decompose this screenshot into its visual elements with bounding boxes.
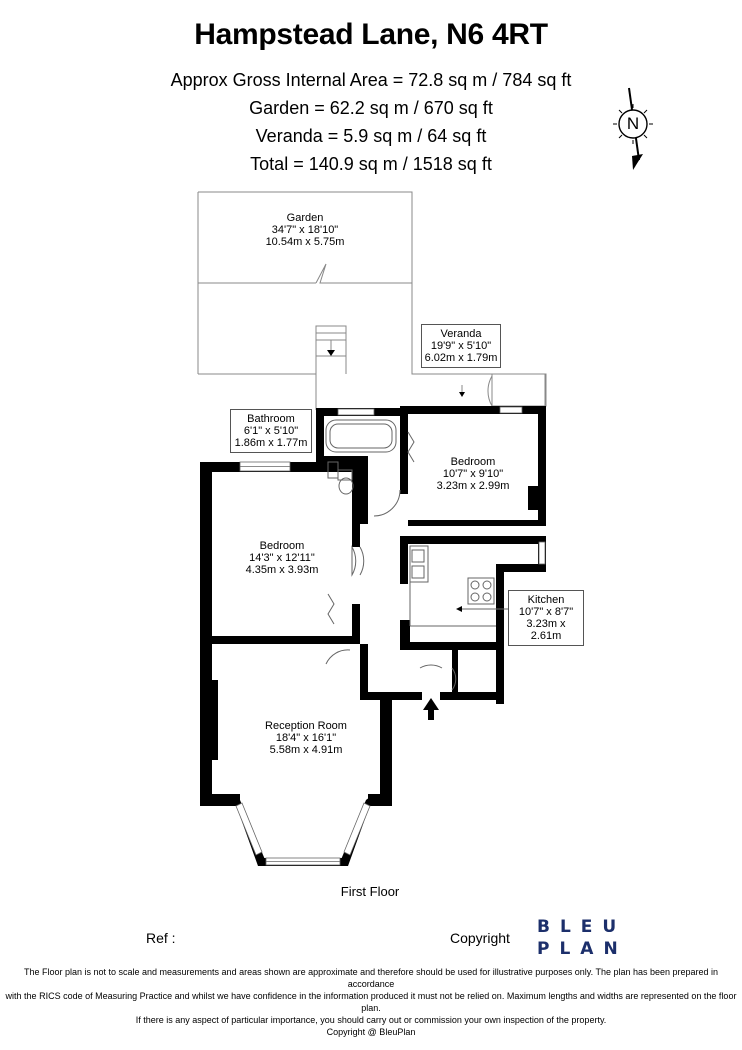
floor-label: First Floor	[340, 884, 400, 899]
room-dim-imperial: 34'7" x 18'10"	[271, 224, 339, 236]
area-veranda: Veranda = 5.9 sq m / 64 sq ft	[255, 126, 487, 146]
disclaimer-line: Copyright @ BleuPlan	[326, 1027, 416, 1037]
room-name: Kitchen	[527, 594, 565, 606]
room-bedroom-2: Bedroom 10'7" x 9'10" 3.23m x 2.99m	[428, 456, 518, 492]
room-dim-imperial: 19'9" x 5'10"	[430, 340, 492, 352]
room-dim-imperial: 18'4" x 16'1"	[275, 732, 337, 744]
north-arrow-icon	[613, 87, 653, 170]
windows	[235, 406, 546, 866]
room-dim-metric: 10.54m x 5.75m	[265, 236, 345, 248]
room-name: Veranda	[440, 328, 482, 340]
fixtures	[325, 419, 538, 691]
room-dim-imperial: 6'1" x 5'10"	[243, 425, 299, 437]
room-dim-metric: 3.23m x 2.61m	[526, 618, 566, 642]
disclaimer-line: The Floor plan is not to scale and measu…	[23, 967, 719, 989]
room-bedroom-1: Bedroom 14'3" x 12'11" 4.35m x 3.93m	[232, 540, 332, 576]
disclaimer: The Floor plan is not to scale and measu…	[0, 966, 742, 1038]
room-dim-metric: 4.35m x 3.93m	[245, 564, 319, 576]
room-reception: Reception Room 18'4" x 16'1" 5.58m x 4.9…	[246, 720, 366, 756]
area-gross-internal: Approx Gross Internal Area = 72.8 sq m /…	[170, 70, 572, 90]
room-dim-metric: 1.86m x 1.77m	[234, 437, 308, 449]
room-name: Garden	[286, 212, 324, 224]
room-name: Reception Room	[265, 720, 347, 732]
room-name: Bedroom	[259, 540, 305, 552]
room-dim-metric: 6.02m x 1.79m	[424, 352, 498, 364]
room-dim-imperial: 14'3" x 12'11"	[249, 552, 315, 564]
disclaimer-line: with the RICS code of Measuring Practice…	[5, 991, 737, 1013]
room-dim-imperial: 10'7" x 9'10"	[442, 468, 504, 480]
compass-letter: N	[626, 114, 640, 133]
room-dim-metric: 5.58m x 4.91m	[269, 744, 343, 756]
room-name: Bedroom	[450, 456, 496, 468]
logo-line-1: BLEU	[537, 917, 627, 937]
area-total: Total = 140.9 sq m / 1518 sq ft	[250, 154, 492, 174]
disclaimer-line: If there is any aspect of particular imp…	[135, 1015, 607, 1025]
copyright-label: Copyright	[450, 930, 510, 946]
kitchen-label-arrow	[456, 606, 462, 612]
area-garden: Garden = 62.2 sq m / 670 sq ft	[249, 98, 493, 118]
bleuplan-logo: BLEU PLAN	[537, 916, 628, 960]
entrance-arrow-icon	[423, 698, 439, 720]
room-dim-metric: 3.23m x 2.99m	[436, 480, 510, 492]
ref-label: Ref :	[146, 930, 176, 946]
room-garden: Garden 34'7" x 18'10" 10.54m x 5.75m	[240, 212, 370, 248]
logo-line-2: PLAN	[537, 939, 628, 959]
page-title: Hampstead Lane, N6 4RT	[194, 18, 548, 51]
room-dim-imperial: 10'7" x 8'7"	[518, 606, 574, 618]
room-kitchen: Kitchen 10'7" x 8'7" 3.23m x 2.61m	[508, 590, 584, 646]
room-veranda: Veranda 19'9" x 5'10" 6.02m x 1.79m	[421, 324, 501, 368]
garden-steps	[315, 325, 347, 357]
room-bathroom: Bathroom 6'1" x 5'10" 1.86m x 1.77m	[230, 409, 312, 453]
room-name: Bathroom	[247, 413, 295, 425]
